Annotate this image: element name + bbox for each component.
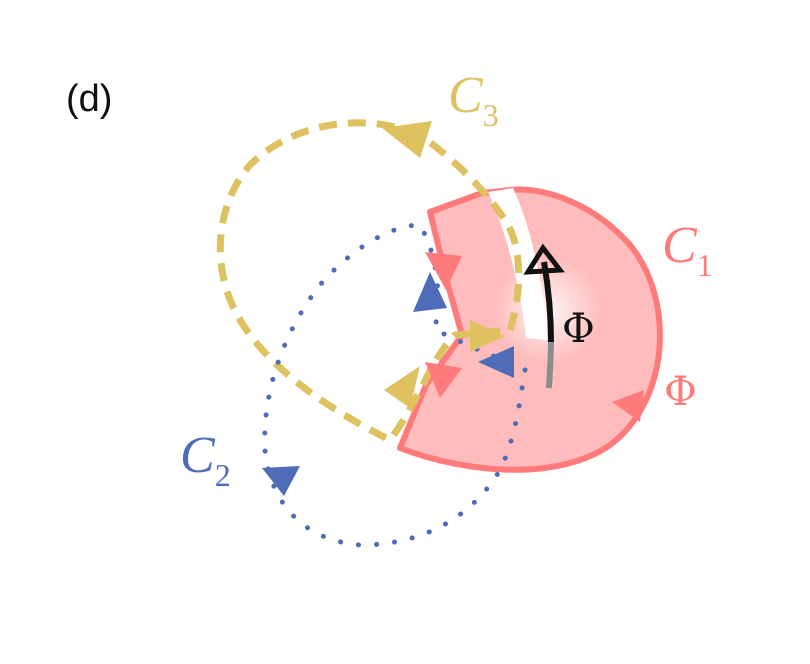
c1-label: C1 [662,217,713,283]
flux-arrow [523,243,565,389]
c2-arrowhead-left [262,466,300,496]
c1-arrowhead-upper [425,252,462,290]
phi-outer-label: Φ [664,369,697,415]
c2-arrowhead-inner [478,346,514,378]
c3-arrowhead-inner [470,320,505,352]
c2-arrowhead-upper [413,272,447,312]
flux-arrow-head [523,243,565,275]
c2-arrows [262,272,514,496]
flux-arrow-tail [546,339,554,389]
c1-arrows [425,252,644,422]
phi-inner-label: Φ [562,306,595,352]
c3-arrowhead-bottom [384,366,420,408]
panel-label: (d) [66,78,113,120]
c3-arrows [382,121,505,408]
c2-label: C2 [180,427,231,493]
c3-label: C3 [448,67,499,133]
c1-region [397,186,663,473]
c3-path [216,119,523,445]
c1-arrowhead-right [612,390,644,422]
c1-arrowhead-lower [425,362,462,398]
c3-arrowhead-top [382,121,432,158]
